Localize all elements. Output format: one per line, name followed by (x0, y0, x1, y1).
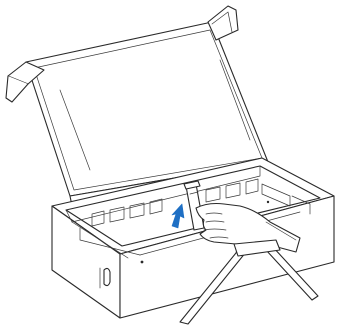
screw-dot (141, 261, 144, 264)
screw-dot-2 (267, 201, 269, 203)
